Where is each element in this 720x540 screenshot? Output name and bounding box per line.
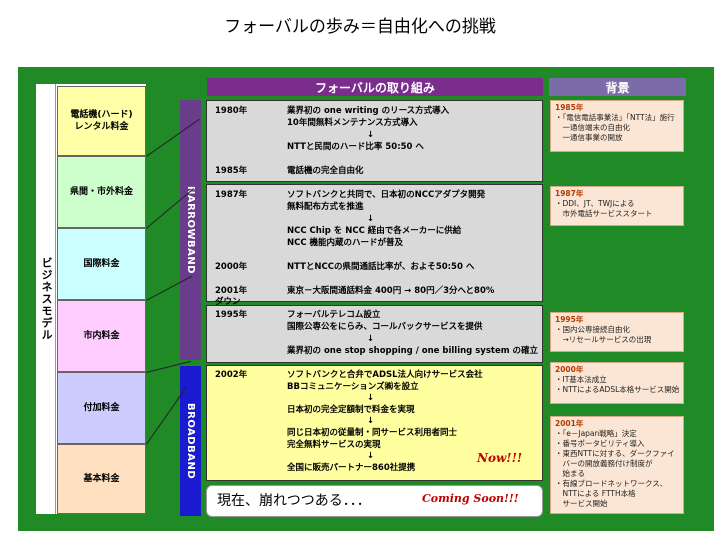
side-item: ・有線ブロードネットワークス、 bbox=[555, 479, 668, 488]
side-item: ・「電信電話事業法」「NTT法」施行 bbox=[555, 113, 675, 122]
event-text: 全国に販売パートナー860社提携 bbox=[287, 463, 416, 473]
background-1987: 1987年 ・DDI、JT、TWJによる 市外電話サービススタート bbox=[550, 186, 684, 226]
side-year: 1985年 bbox=[555, 103, 584, 112]
event-text: 業界初の one stop shopping / one billing sys… bbox=[287, 346, 539, 356]
event-text: 東京－大阪間通話料金 400円 → 80円／3分へと80% bbox=[287, 286, 495, 296]
side-item: 一通信端末の自由化 bbox=[555, 123, 630, 132]
panel-1980: 1980年 業界初の one writing のリース方式導入 10年間無料メン… bbox=[206, 100, 543, 182]
present-status-text: 現在、崩れつつある．．． bbox=[217, 493, 371, 509]
side-item: ・「e－Japan戦略」決定 bbox=[555, 429, 637, 438]
side-item: ・IT基本法成立 bbox=[555, 375, 607, 384]
side-item: NTTによる FTTH本格 bbox=[555, 489, 636, 498]
background-1985: 1985年 ・「電信電話事業法」「NTT法」施行 一通信端末の自由化 一通信事業… bbox=[550, 100, 684, 152]
year-label: 2000年 bbox=[215, 262, 248, 272]
event-text: ソフトバンクと共同で、日本初のNCCアダプタ開発 bbox=[287, 190, 486, 200]
event-text: ダウン bbox=[215, 297, 241, 307]
category-label: 県間・市外料金 bbox=[69, 186, 133, 197]
business-model-label: ビジネスモデル bbox=[36, 84, 56, 514]
panel-2002: 2002年 ソフトバンクと合弁でADSL法人向けサービス会社 BBコミュニケーシ… bbox=[206, 365, 543, 481]
year-label: 1985年 bbox=[215, 166, 248, 176]
event-text: NTTと民間のハード比率 50:50 へ bbox=[287, 142, 424, 152]
side-item: ・NTTによるADSL本格サービス開始 bbox=[555, 385, 680, 394]
side-item: ・東西NTTに対する、ダークファイ bbox=[555, 449, 675, 458]
category-long-distance: 県間・市外料金 bbox=[57, 156, 146, 228]
side-year: 1995年 bbox=[555, 315, 584, 324]
side-item: ・番号ポータビリティ導入 bbox=[555, 439, 645, 448]
event-text: NCC 機能内蔵のハードが普及 bbox=[287, 238, 404, 248]
event-text: 業界初の one writing のリース方式導入 bbox=[287, 106, 450, 116]
category-basic: 基本料金 bbox=[57, 444, 146, 514]
category-international: 国際料金 bbox=[57, 228, 146, 300]
header-background: 背景 bbox=[549, 78, 686, 96]
side-item: →リセールサービスの出現 bbox=[555, 335, 652, 344]
side-year: 2000年 bbox=[555, 365, 584, 374]
year-label: 2002年 bbox=[215, 370, 248, 380]
category-local: 市内料金 bbox=[57, 300, 146, 372]
side-item: 始まる bbox=[555, 469, 585, 478]
category-label: 付加料金 bbox=[83, 402, 120, 413]
side-item: ・国内公専接続自由化 bbox=[555, 325, 630, 334]
now-badge: Now!!! bbox=[477, 451, 523, 465]
side-item: 一通信事業の開放 bbox=[555, 133, 623, 142]
side-item: 市外電話サービススタート bbox=[555, 209, 653, 218]
category-label: 国際料金 bbox=[83, 258, 120, 269]
event-text: 10年間無料メンテナンス方式導入 bbox=[287, 118, 418, 128]
category-label: 電話機(ハード) レンタル料金 bbox=[70, 109, 133, 132]
year-label: 2001年 bbox=[215, 286, 248, 296]
year-label: 1980年 bbox=[215, 106, 248, 116]
category-additional: 付加料金 bbox=[57, 372, 146, 444]
panel-present: 現在、崩れつつある．．． Coming Soon!!! bbox=[206, 485, 543, 517]
category-label: 基本料金 bbox=[83, 473, 120, 484]
down-arrow-icon: ↓ bbox=[367, 130, 375, 140]
down-arrow-icon: ↓ bbox=[367, 416, 375, 426]
category-hardware-rental: 電話機(ハード) レンタル料金 bbox=[57, 86, 146, 156]
page-title: フォーバルの歩み＝自由化への挑戦 bbox=[224, 17, 496, 37]
year-label: 1987年 bbox=[215, 190, 248, 200]
event-text: 無料配布方式を推進 bbox=[287, 202, 364, 212]
background-2000: 2000年 ・IT基本法成立 ・NTTによるADSL本格サービス開始 bbox=[550, 362, 684, 404]
down-arrow-icon: ↓ bbox=[367, 393, 375, 403]
event-text: フォーバルテレコム設立 bbox=[287, 310, 381, 320]
background-1995: 1995年 ・国内公専接続自由化 →リセールサービスの出現 bbox=[550, 312, 684, 352]
event-text: 国際公専公をにらみ、コールバックサービスを提供 bbox=[287, 322, 483, 332]
event-text: NTTとNCCの県間通話比率が、およそ50:50 へ bbox=[287, 262, 475, 272]
event-text: BBコミュニケーションズ㈱を設立 bbox=[287, 382, 419, 392]
panel-1987: 1987年 ソフトバンクと共同で、日本初のNCCアダプタ開発 無料配布方式を推進… bbox=[206, 184, 543, 307]
event-text: NCC Chip を NCC 経由で各メーカーに供給 bbox=[287, 226, 462, 236]
background-2001: 2001年 ・「e－Japan戦略」決定 ・番号ポータビリティ導入 ・東西NTT… bbox=[550, 416, 684, 514]
event-text: 日本初の完全定額制で料金を実現 bbox=[287, 405, 415, 415]
business-model-text: ビジネスモデル bbox=[40, 257, 53, 341]
side-year: 2001年 bbox=[555, 419, 584, 428]
panel-1995: 1995年 フォーバルテレコム設立 国際公専公をにらみ、コールバックサービスを提… bbox=[206, 305, 543, 363]
event-text: 完全無料サービスの実現 bbox=[287, 440, 381, 450]
side-item: サービス開始 bbox=[555, 499, 608, 508]
event-text: ソフトバンクと合弁でADSL法人向けサービス会社 bbox=[287, 370, 483, 380]
band-narrowband: NARROWBAND bbox=[180, 100, 201, 360]
down-arrow-icon: ↓ bbox=[367, 214, 375, 224]
down-arrow-icon: ↓ bbox=[367, 451, 375, 461]
event-text: 同じ日本初の従量制・同サービス利用者同士 bbox=[287, 428, 458, 438]
coming-soon-badge: Coming Soon!!! bbox=[422, 492, 519, 505]
header-initiatives: フォーバルの取り組み bbox=[207, 78, 543, 96]
side-item: バーの開放義務付け制度が bbox=[555, 459, 653, 468]
category-label: 市内料金 bbox=[83, 330, 120, 341]
down-arrow-icon: ↓ bbox=[367, 334, 375, 344]
band-broadband: BROADBAND bbox=[180, 366, 201, 516]
side-year: 1987年 bbox=[555, 189, 584, 198]
side-item: ・DDI、JT、TWJによる bbox=[555, 199, 635, 208]
year-label: 1995年 bbox=[215, 310, 248, 320]
event-text: 電話機の完全自由化 bbox=[287, 166, 364, 176]
